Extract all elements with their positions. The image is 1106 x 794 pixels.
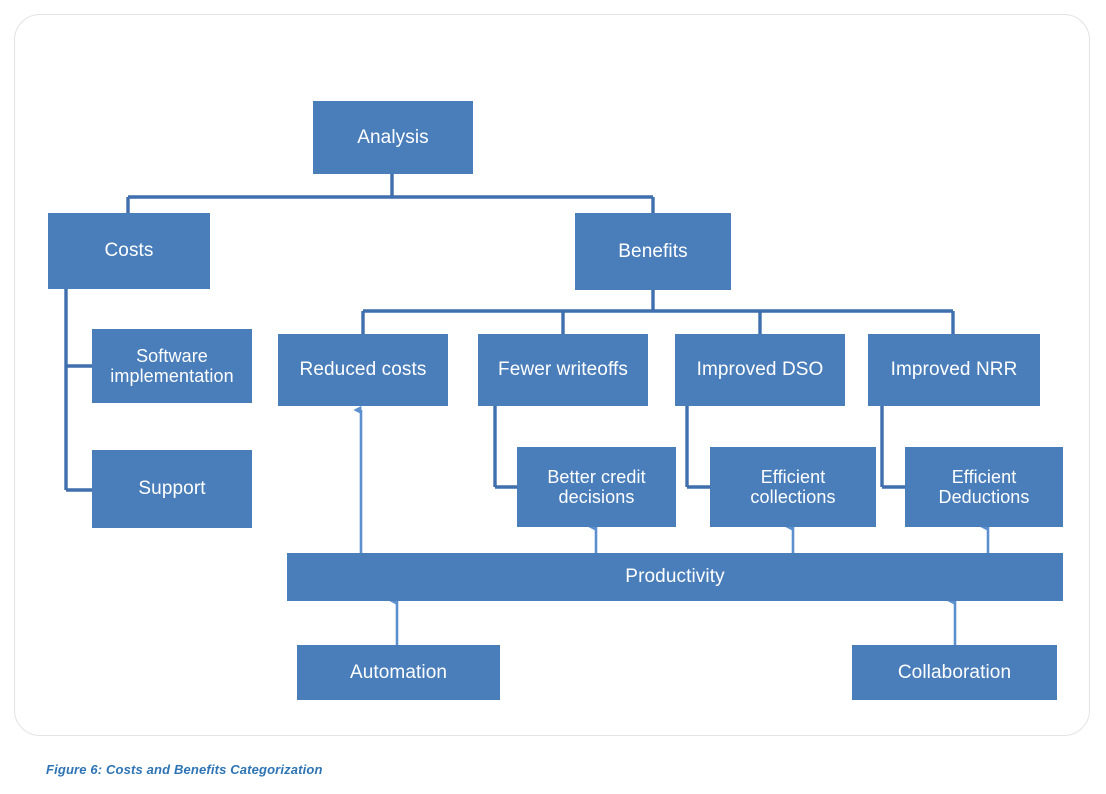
elbow-connectors-costs xyxy=(64,288,92,492)
node-reduced-costs[interactable]: Reduced costs xyxy=(278,334,448,406)
node-efficient-collections[interactable]: Efficient collections xyxy=(710,447,876,527)
node-efficient-deductions[interactable]: Efficient Deductions xyxy=(905,447,1063,527)
node-support[interactable]: Support xyxy=(92,450,252,528)
node-automation[interactable]: Automation xyxy=(297,645,500,700)
node-analysis[interactable]: Analysis xyxy=(313,101,473,174)
node-collaboration[interactable]: Collaboration xyxy=(852,645,1057,700)
node-costs[interactable]: Costs xyxy=(48,213,210,289)
tree-connectors-benefits xyxy=(361,290,955,334)
node-fewer-writeoffs[interactable]: Fewer writeoffs xyxy=(478,334,648,406)
source-up-arrows xyxy=(389,596,957,645)
node-benefits[interactable]: Benefits xyxy=(575,213,731,290)
node-improved-nrr[interactable]: Improved NRR xyxy=(868,334,1040,406)
figure-caption: Figure 6: Costs and Benefits Categorizat… xyxy=(46,762,323,777)
node-software-implementation[interactable]: Software implementation xyxy=(92,329,252,403)
tree-connectors-analysis xyxy=(126,174,655,213)
node-better-credit-decisions[interactable]: Better credit decisions xyxy=(517,447,676,527)
node-improved-dso[interactable]: Improved DSO xyxy=(675,334,845,406)
node-productivity[interactable]: Productivity xyxy=(287,553,1063,601)
